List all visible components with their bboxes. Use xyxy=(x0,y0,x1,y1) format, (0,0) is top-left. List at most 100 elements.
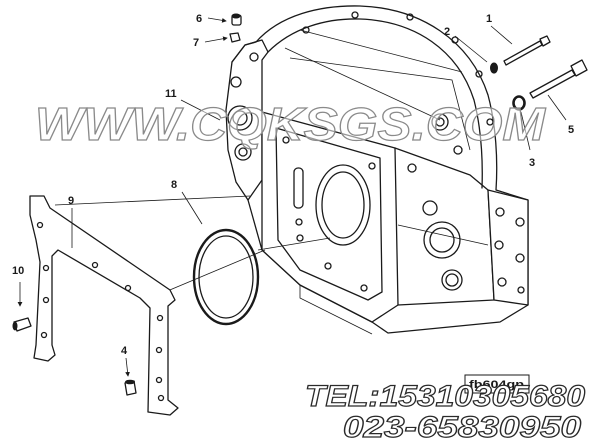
alignment-line xyxy=(54,195,251,206)
front-face-hole xyxy=(282,136,290,144)
leader-3 xyxy=(520,111,531,151)
callout-11: 11 xyxy=(165,88,177,100)
leader-4 xyxy=(125,357,130,377)
plate-hole xyxy=(497,277,507,287)
dowel-4-end xyxy=(125,379,135,385)
rim-boss xyxy=(431,113,449,131)
bolt-5-head xyxy=(570,59,588,77)
dowel-10-end xyxy=(12,321,18,331)
plate-hole xyxy=(515,217,525,227)
gasket-hole xyxy=(157,394,165,402)
gasket-outline xyxy=(29,195,179,416)
seal-ring-8 xyxy=(192,228,260,326)
plug-6 xyxy=(231,13,242,26)
side-boss-small xyxy=(441,269,463,291)
rim-hole xyxy=(351,11,359,19)
dowel-pin-4 xyxy=(124,379,137,396)
watermark: WWW.CQKSGS.COM xyxy=(35,98,547,150)
callout-4: 4 xyxy=(121,345,128,357)
bottom-flange xyxy=(299,285,373,335)
callout-10: 10 xyxy=(12,265,24,277)
leader-1 xyxy=(490,25,513,45)
contact-tel: TEL:15310305680 xyxy=(305,380,585,413)
side-boss-large-bore xyxy=(429,227,455,253)
gasket-hole xyxy=(156,314,164,322)
front-face-hole xyxy=(295,218,303,226)
callout-6: 6 xyxy=(196,13,202,25)
ear-hole-top xyxy=(249,52,259,62)
dowel-pin-10 xyxy=(12,317,32,332)
side-face-rib xyxy=(397,224,489,246)
front-face-hole xyxy=(368,162,376,170)
washer-3 xyxy=(512,95,526,111)
leader-lines xyxy=(17,17,567,377)
rim-hole xyxy=(486,118,494,126)
front-face-hole xyxy=(324,262,332,270)
leader-2 xyxy=(454,35,488,63)
rim-hole xyxy=(475,70,483,78)
plate-hole xyxy=(495,207,505,217)
drawing-id: fb604gp xyxy=(469,379,524,391)
callout-8: 8 xyxy=(171,179,177,191)
rim-hole xyxy=(453,145,463,155)
plate-hole xyxy=(517,286,525,294)
leader-8 xyxy=(181,191,203,225)
housing-rib-lower xyxy=(289,57,471,151)
callout-3: 3 xyxy=(529,157,535,169)
housing-rib-diagonal xyxy=(284,47,441,121)
gasket-hole xyxy=(91,261,99,269)
alignment-lines xyxy=(54,195,331,293)
ear-hole-upper xyxy=(230,76,242,88)
plate-hole xyxy=(494,240,504,250)
gasket-hole xyxy=(42,296,50,304)
plug-7-body xyxy=(229,32,241,43)
gasket-hole xyxy=(155,346,163,354)
callout-5: 5 xyxy=(568,124,574,136)
ear-boss-large xyxy=(227,105,253,131)
ear-boss-small-bore xyxy=(238,147,248,157)
starter-opening xyxy=(315,164,371,246)
housing-front-face-inner xyxy=(275,127,383,301)
rim-hole xyxy=(451,36,459,44)
callout-9: 9 xyxy=(68,195,74,207)
contact-phone: 023-65830950 xyxy=(343,411,581,443)
callout-7: 7 xyxy=(193,37,199,49)
bolt-5 xyxy=(529,59,588,99)
ear-boss-large-bore xyxy=(232,110,248,126)
side-boss-small-bore xyxy=(445,273,459,287)
side-boss-large xyxy=(423,221,461,259)
leader-5 xyxy=(547,94,567,121)
plug-6-cap xyxy=(231,13,241,19)
leader-6 xyxy=(207,17,227,23)
bolt-1-shaft xyxy=(503,40,543,66)
rim-hole xyxy=(407,163,417,173)
gasket-hole xyxy=(40,331,48,339)
gasket-9 xyxy=(29,195,179,416)
bolt-1-head xyxy=(539,35,551,47)
rim-boss-bore xyxy=(435,117,445,127)
front-face-hole xyxy=(296,234,304,242)
front-face-hole xyxy=(360,284,368,292)
plug-7 xyxy=(229,32,241,43)
rim-hole xyxy=(406,13,414,21)
ear-boss-small xyxy=(234,143,252,161)
side-boss-upper xyxy=(422,200,438,216)
housing-inner-rim xyxy=(267,18,483,189)
callout-1: 1 xyxy=(486,13,492,25)
callout-2: 2 xyxy=(444,26,450,38)
front-face-slot xyxy=(293,167,304,209)
gasket-hole xyxy=(155,376,163,384)
drawing-id-box: fb604gp xyxy=(464,374,530,394)
callouts: 1 2 3 4 5 6 7 8 9 10 11 xyxy=(12,13,574,357)
alignment-line xyxy=(257,237,331,251)
flywheel-housing xyxy=(225,5,529,335)
drawing-id-frame xyxy=(464,374,530,394)
starter-opening-inner xyxy=(321,171,365,239)
leader-7 xyxy=(204,36,228,43)
leader-11 xyxy=(180,99,221,121)
gasket-hole xyxy=(42,264,50,272)
alignment-line xyxy=(164,249,266,293)
rim-hole xyxy=(302,26,310,34)
bolt-1 xyxy=(503,35,551,66)
